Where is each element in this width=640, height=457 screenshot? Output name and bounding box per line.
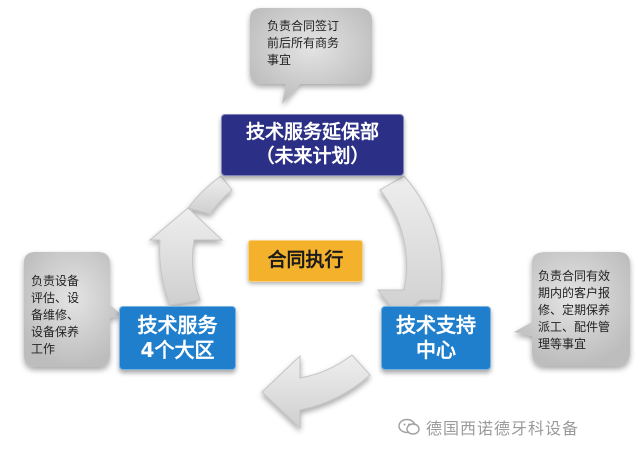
- bubble-right-text: 负责合同有效 期内的客户报 修、定期保养 派工、配件管 理等事宜: [538, 268, 610, 353]
- node-left-line: 4个大区: [140, 338, 215, 362]
- bubble-right-line: 负责合同有效: [538, 269, 611, 283]
- bubble-right-line: 派工、配件管: [538, 320, 611, 334]
- node-top-line: （未来计划）: [255, 145, 370, 167]
- bubble-right: [514, 252, 630, 366]
- bubble-left: [24, 252, 122, 367]
- bubble-left-line: 负责设备: [31, 274, 80, 288]
- bubble-left-text: 负责设备 评估、设 备维修、 设备保养 工作: [31, 273, 79, 358]
- bubble-right-line: 期内的客户报: [538, 286, 611, 300]
- watermark: 德国西诺德牙科设备: [398, 415, 579, 439]
- cycle-arrow-left: [148, 207, 224, 306]
- bubble-top-text: 负责合同签订 前后所有商务 事宜: [267, 18, 339, 69]
- wechat-icon: [398, 418, 420, 435]
- cycle-arrow-top-left: [187, 175, 233, 215]
- bubble-left-line: 设备保养: [31, 325, 80, 339]
- bubble-left-line: 评估、设: [31, 291, 80, 305]
- node-top-line: 技术服务延保部: [245, 121, 379, 144]
- node-contract-execution: 合同执行: [248, 240, 363, 282]
- bubble-top-line: 前后所有商务: [267, 36, 340, 50]
- node-right-line: 技术支持: [396, 313, 476, 337]
- cycle-arrow-right: [376, 175, 443, 319]
- bubble-right-line: 修、定期保养: [538, 303, 611, 317]
- node-technical-service-extended-warranty: 技术服务延保部 （未来计划）: [221, 114, 404, 176]
- bubble-top-line: 事宜: [267, 53, 292, 67]
- node-right-line: 中心: [416, 338, 456, 362]
- cycle-arrows: [148, 175, 443, 430]
- cycle-arrow-bottom: [261, 354, 371, 430]
- bubble-right-line: 理等事宜: [538, 337, 587, 351]
- node-left-line: 技术服务: [137, 313, 218, 337]
- bubble-left-line: 工作: [31, 342, 56, 356]
- watermark-text: 德国西诺德牙科设备: [426, 419, 580, 438]
- node-center-label: 合同执行: [267, 249, 344, 272]
- node-technical-service-regions: 技术服务 4个大区: [119, 306, 236, 370]
- bubble-left-line: 备维修、: [31, 308, 80, 322]
- node-technical-support-center: 技术支持 中心: [381, 306, 491, 370]
- bubble-top: [250, 8, 372, 104]
- bubble-top-line: 负责合同签订: [267, 19, 340, 33]
